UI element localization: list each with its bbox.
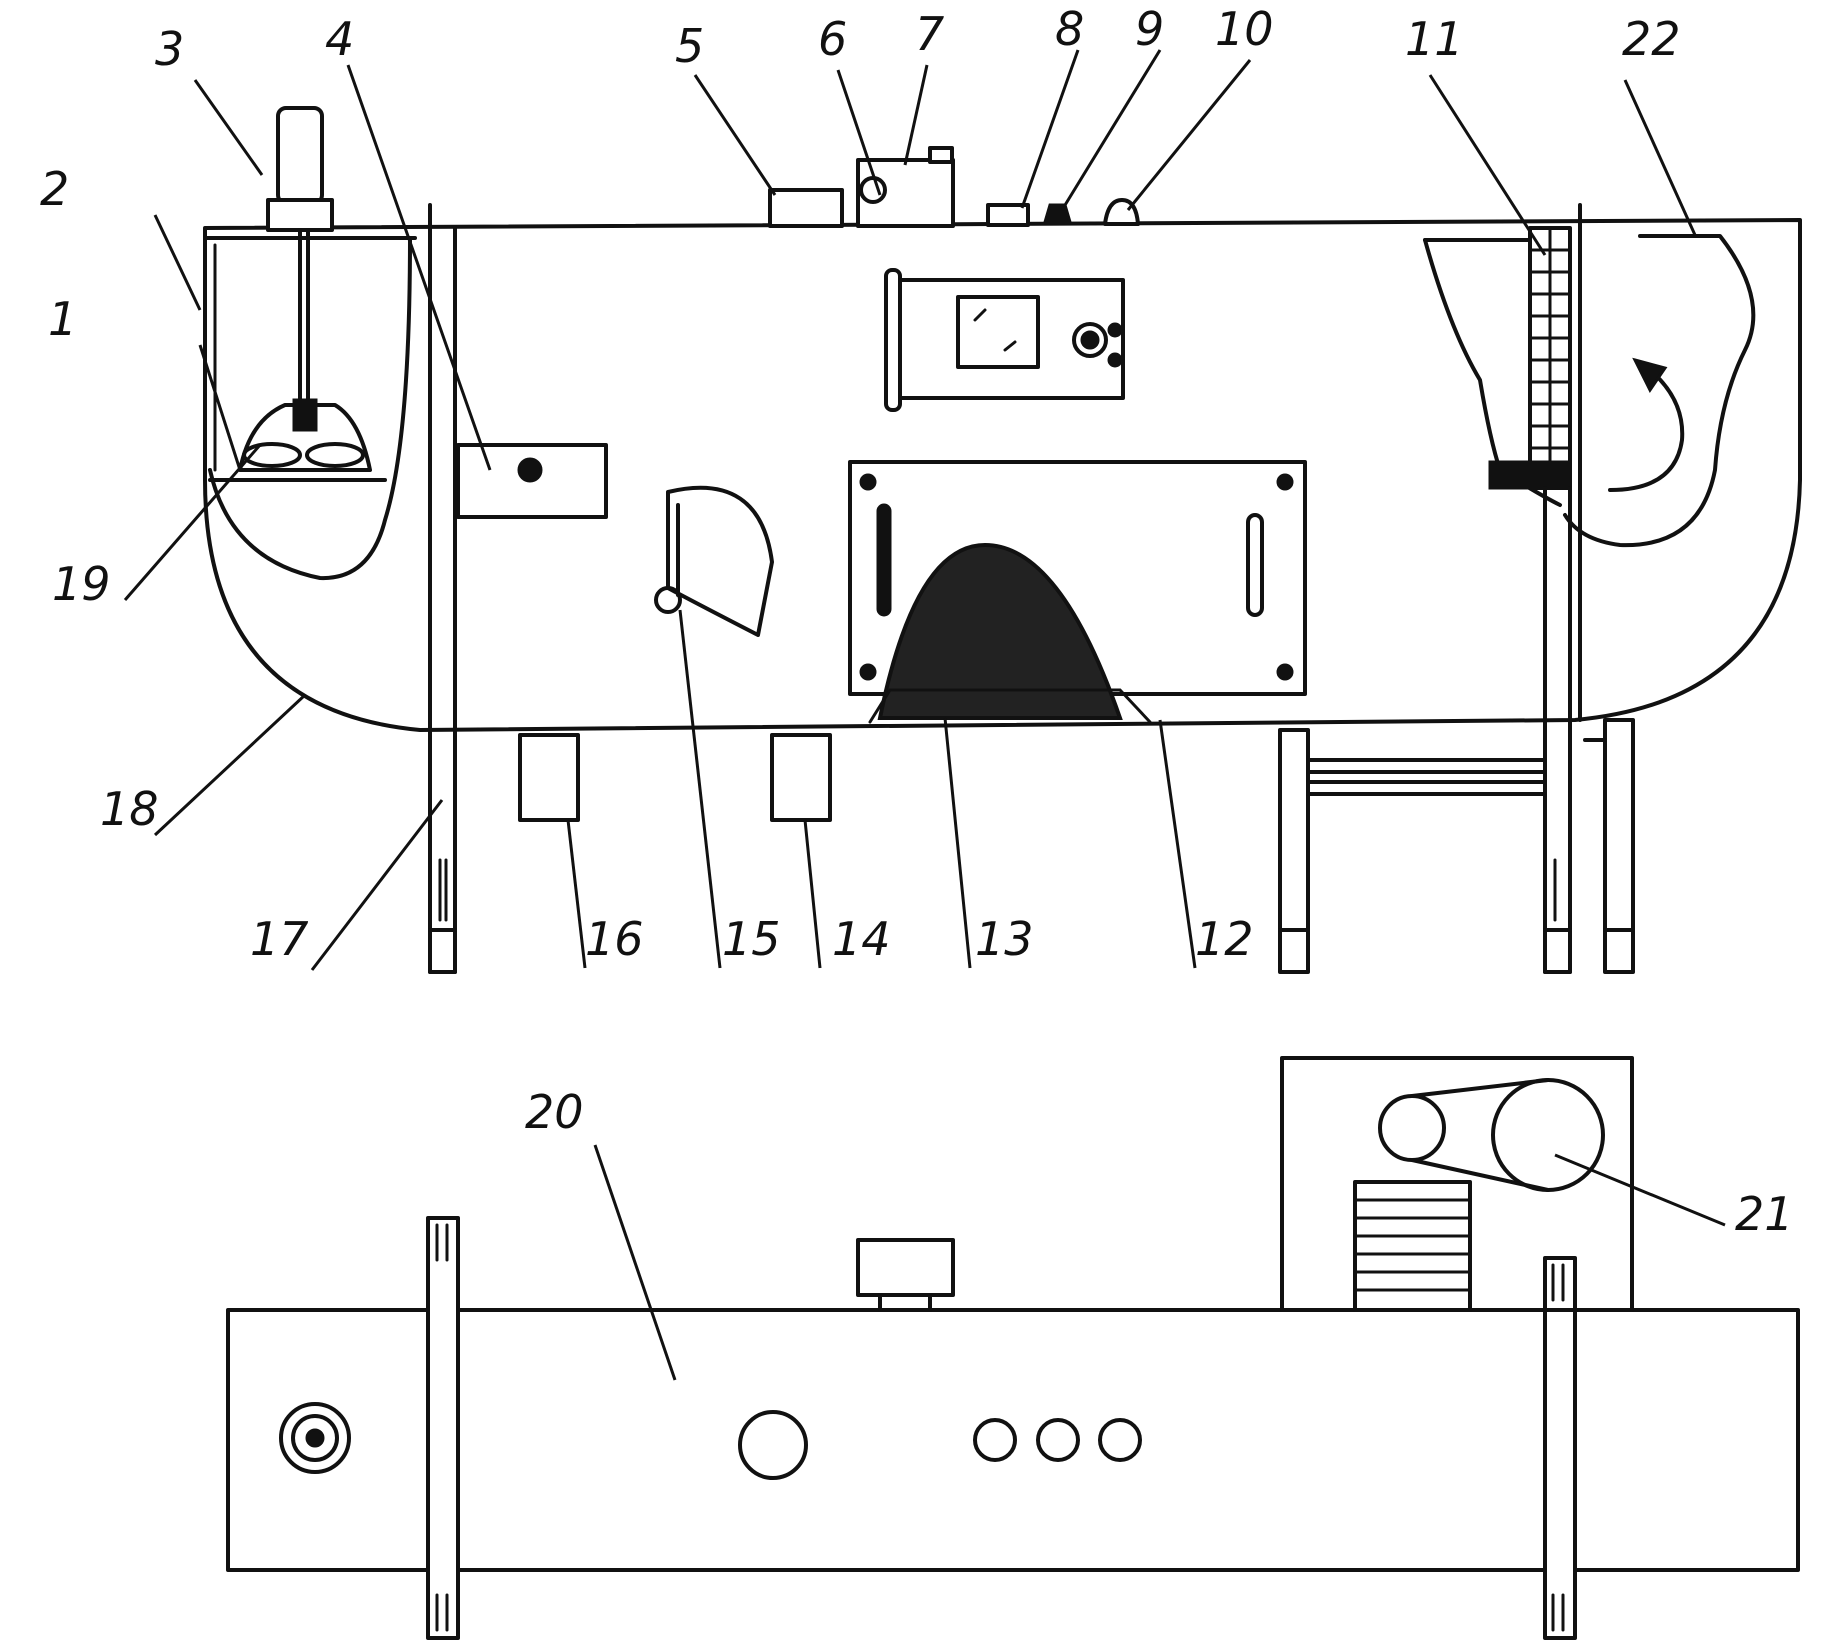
device-8 bbox=[986, 203, 1030, 227]
label-18: 18 bbox=[100, 782, 159, 836]
label-19: 19 bbox=[52, 557, 111, 611]
label-16: 16 bbox=[585, 912, 644, 966]
label-20: 20 bbox=[525, 1085, 584, 1139]
lower-housing bbox=[226, 1308, 1800, 1572]
lower-left-post bbox=[426, 1216, 460, 1640]
leg-16 bbox=[518, 733, 580, 822]
left-cutaway-chamber bbox=[203, 236, 417, 581]
leader-lines bbox=[123, 49, 1726, 1381]
label-14: 14 bbox=[832, 912, 891, 966]
drive-unit bbox=[1280, 1056, 1634, 1312]
label-1: 1 bbox=[48, 292, 77, 346]
lower-controls bbox=[279, 1402, 1142, 1480]
label-5: 5 bbox=[675, 19, 704, 73]
label-15: 15 bbox=[722, 912, 781, 966]
legs bbox=[518, 718, 1635, 974]
device-9 bbox=[1042, 203, 1073, 224]
label-8: 8 bbox=[1055, 2, 1084, 56]
inspection-window bbox=[654, 485, 774, 637]
label-3: 3 bbox=[155, 22, 184, 76]
heater-element bbox=[868, 542, 1152, 724]
agitator-impeller bbox=[238, 398, 372, 472]
right-cutaway-chamber bbox=[1423, 234, 1756, 548]
rotation-arrow bbox=[1608, 357, 1685, 492]
lower-top-box bbox=[856, 1238, 955, 1312]
label-4: 4 bbox=[325, 12, 354, 66]
right-post bbox=[1543, 203, 1582, 974]
control-panel bbox=[884, 268, 1125, 412]
label-22: 22 bbox=[1622, 12, 1681, 66]
label-11: 11 bbox=[1405, 12, 1464, 66]
label-13: 13 bbox=[975, 912, 1034, 966]
label-17: 17 bbox=[250, 912, 309, 966]
lower-right-post bbox=[1543, 1256, 1577, 1640]
filter-grid bbox=[1528, 226, 1572, 490]
part-labels: 1 2 3 4 5 6 7 8 9 10 11 22 19 18 17 16 1… bbox=[40, 2, 1794, 1241]
main-body bbox=[203, 218, 1802, 732]
label-12: 12 bbox=[1195, 912, 1254, 966]
label-6: 6 bbox=[818, 12, 847, 66]
label-21: 21 bbox=[1735, 1187, 1794, 1241]
device-5 bbox=[768, 188, 844, 228]
leg-14 bbox=[770, 733, 832, 822]
access-panel bbox=[848, 460, 1307, 696]
label-9: 9 bbox=[1135, 2, 1164, 56]
large-knob bbox=[738, 1410, 808, 1480]
top-devices bbox=[768, 146, 1140, 228]
left-post bbox=[428, 203, 457, 974]
label-2: 2 bbox=[40, 162, 69, 216]
label-7: 7 bbox=[915, 7, 944, 61]
bracket-4 bbox=[456, 443, 608, 519]
agitator-motor bbox=[266, 106, 334, 407]
label-10: 10 bbox=[1215, 2, 1274, 56]
